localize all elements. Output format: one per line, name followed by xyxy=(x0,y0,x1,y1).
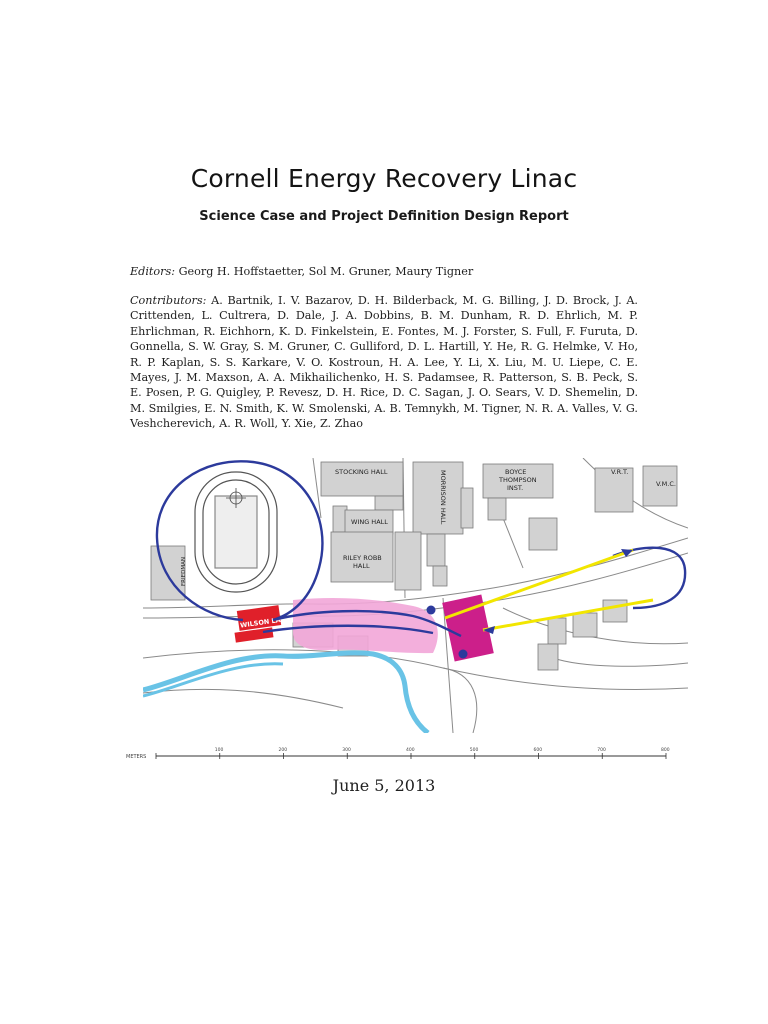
label-boyce-3: INST. xyxy=(507,484,523,492)
compass-icon xyxy=(226,488,246,508)
scale-tick-label: 400 xyxy=(406,747,415,753)
label-friedman: FRIEDMAN xyxy=(181,557,187,586)
scale-tick-label: 100 xyxy=(215,747,224,753)
contributors-names: A. Bartnik, I. V. Bazarov, D. H. Bilderb… xyxy=(130,294,638,431)
electron-path-arrows xyxy=(444,548,654,632)
document-title: Cornell Energy Recovery Linac xyxy=(190,164,578,193)
map-scale-bar: METERS 100 200 300 400 500 600 700 800 xyxy=(126,747,670,760)
label-vmc: V.M.C. xyxy=(656,480,676,488)
contributors-label: Contributors: xyxy=(130,294,207,307)
label-morrison-hall: MORRISON HALL xyxy=(439,470,447,525)
scale-tick-label: 500 xyxy=(470,747,479,753)
editors-line: Editors: Georg H. Hoffstaetter, Sol M. G… xyxy=(130,264,638,279)
running-track xyxy=(194,471,278,593)
label-boyce-1: BOYCE xyxy=(505,468,526,476)
label-stocking-hall: STOCKING HALL xyxy=(335,468,388,476)
scale-tick-label: 800 xyxy=(661,747,670,753)
scale-tick-label: 300 xyxy=(342,747,351,753)
scale-tick-label: 600 xyxy=(534,747,543,753)
contributors-block: Contributors: A. Bartnik, I. V. Bazarov,… xyxy=(130,293,638,432)
beamline xyxy=(155,460,687,638)
editors-names: Georg H. Hoffstaetter, Sol M. Gruner, Ma… xyxy=(178,265,474,278)
document-subtitle: Science Case and Project Definition Desi… xyxy=(199,209,569,224)
scale-tick-label: 200 xyxy=(279,747,288,753)
label-riley-1: RILEY ROBB xyxy=(343,554,382,562)
beam-nodes xyxy=(426,605,468,659)
label-vrt: V.R.T. xyxy=(611,468,628,476)
document-date: June 5, 2013 xyxy=(332,776,436,795)
editors-label: Editors: xyxy=(130,265,175,278)
label-riley-2: HALL xyxy=(353,562,370,570)
campus-site-map: WILSON LAB STOCKING HALL BOYCE THOMPSO xyxy=(143,458,688,733)
label-wing-hall: WING HALL xyxy=(351,518,388,526)
scale-tick-label: 700 xyxy=(597,747,606,753)
label-boyce-2: THOMPSON xyxy=(498,476,537,484)
creek xyxy=(143,650,430,733)
scale-ticks: 100 200 300 400 500 600 700 800 xyxy=(155,747,670,759)
new-lab-building xyxy=(442,594,494,662)
scale-unit-label: METERS xyxy=(126,754,146,760)
